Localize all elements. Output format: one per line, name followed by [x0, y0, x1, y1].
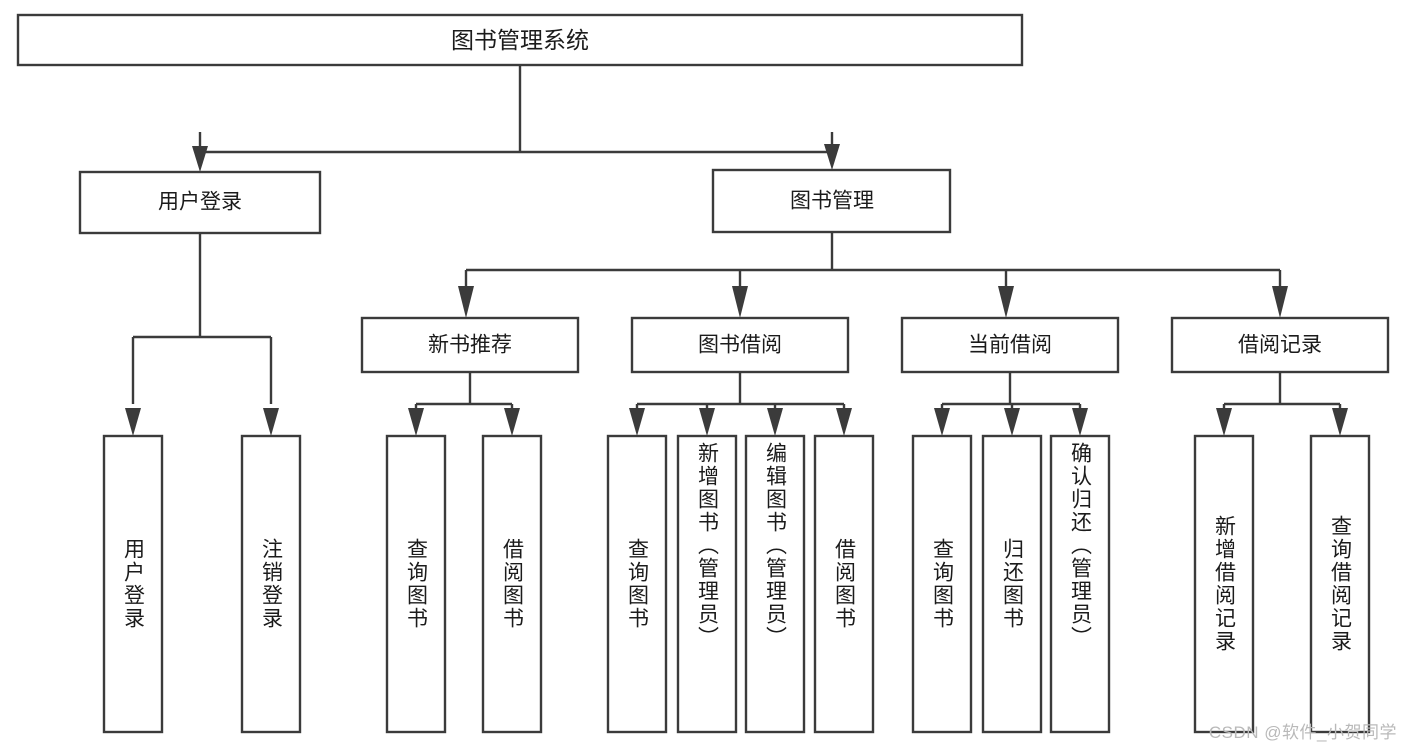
arrowhead-user-login	[192, 146, 208, 172]
connector-layer	[125, 65, 1348, 436]
node-leaf-box-7[interactable]	[813, 434, 875, 734]
node-leaf-box-2[interactable]	[385, 434, 447, 734]
arrowhead-new-book-rec	[458, 286, 474, 318]
arrowhead-borrow-record	[1272, 286, 1288, 318]
node-book-borrow-box[interactable]	[630, 316, 850, 374]
node-user-login-box[interactable]	[78, 170, 322, 235]
node-root-label: 图书管理系统	[451, 27, 589, 53]
arrowhead-book-manage	[824, 144, 840, 170]
node-leaf-box-3[interactable]	[481, 434, 543, 734]
node-leaf-box-4[interactable]	[606, 434, 668, 734]
arrowhead-borrow-edit	[767, 408, 783, 436]
node-root-box[interactable]	[16, 13, 1024, 67]
arrowhead-record-add	[1216, 408, 1232, 436]
node-book-manage-box[interactable]	[711, 168, 952, 234]
arrowhead-current-return	[1004, 408, 1020, 436]
arrowhead-newbook-borrow	[504, 408, 520, 436]
node-new-book-rec-label: 新书推荐	[428, 334, 512, 357]
arrowhead-book-borrow	[732, 286, 748, 318]
node-layer: 图书管理系统 用户登录 图书管理 新书推荐 图书借阅 当前借阅 借阅记录	[16, 13, 1390, 734]
node-leaf-box-10[interactable]	[1049, 434, 1111, 734]
node-leaf-box-6[interactable]	[744, 434, 806, 734]
node-borrow-record-box[interactable]	[1170, 316, 1390, 374]
node-leaf-box-12[interactable]	[1309, 434, 1371, 734]
node-book-manage-label: 图书管理	[790, 190, 874, 213]
arrowhead-leaf-user-login	[125, 408, 141, 436]
arrowhead-current-borrow	[998, 286, 1014, 318]
node-book-borrow-label: 图书借阅	[698, 334, 782, 357]
node-user-login-label: 用户登录	[158, 191, 242, 214]
arrowhead-leaf-logout	[263, 408, 279, 436]
arrowhead-record-query	[1332, 408, 1348, 436]
node-borrow-record-label: 借阅记录	[1238, 334, 1322, 357]
node-current-borrow-box[interactable]	[900, 316, 1120, 374]
arrowhead-borrow-add	[699, 408, 715, 436]
arrowhead-newbook-query	[408, 408, 424, 436]
node-leaf-box-8[interactable]	[911, 434, 973, 734]
node-leaf-box-9[interactable]	[981, 434, 1043, 734]
arrowhead-current-confirm	[1072, 408, 1088, 436]
arrowhead-borrow-lend	[836, 408, 852, 436]
node-leaf-box-5[interactable]	[676, 434, 738, 734]
arrowhead-current-query	[934, 408, 950, 436]
node-leaf-box-1[interactable]	[240, 434, 302, 734]
node-leaf-box-0[interactable]	[102, 434, 164, 734]
node-new-book-rec-box[interactable]	[360, 316, 580, 374]
node-current-borrow-label: 当前借阅	[968, 334, 1052, 357]
node-leaf-box-11[interactable]	[1193, 434, 1255, 734]
arrowhead-borrow-query	[629, 408, 645, 436]
